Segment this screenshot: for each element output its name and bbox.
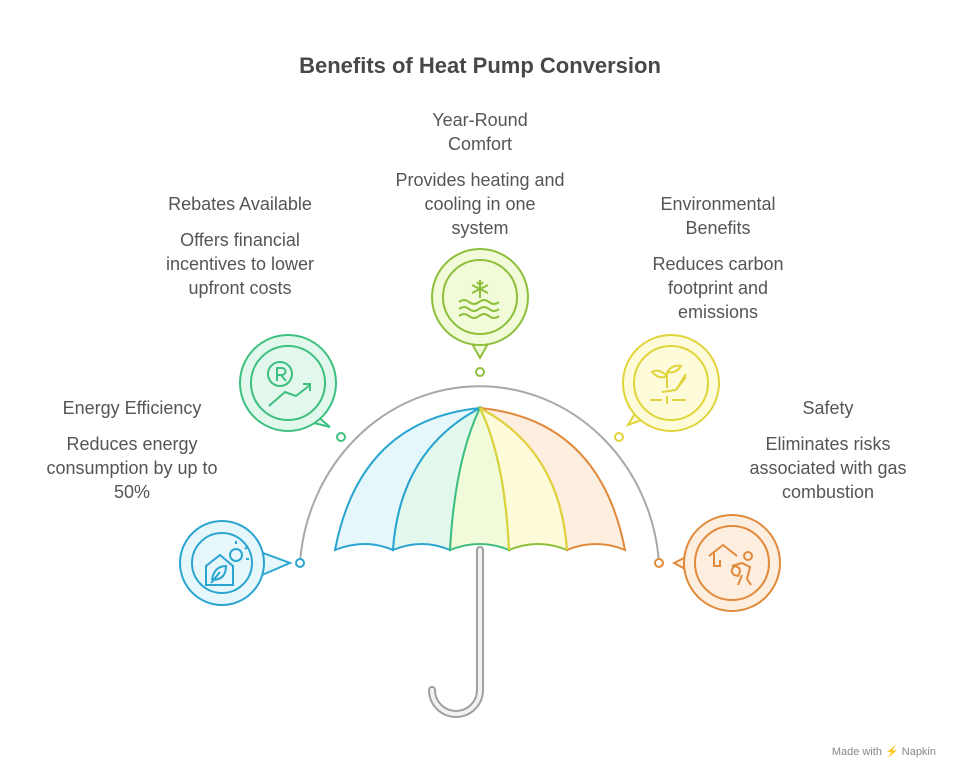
anchor-dot (295, 558, 305, 568)
item-heading: Environmental Benefits (660, 194, 776, 238)
item-heading: Rebates Available (168, 194, 312, 214)
item-description: Offers financial incentives to lower upf… (165, 230, 315, 298)
anchor-dot (336, 432, 346, 442)
item-description: Reduces carbon footprint and emissions (652, 254, 784, 322)
item-description: Reduces energy consumption by up to 50% (46, 434, 218, 502)
anchor-dot (614, 432, 624, 442)
item-heading: Energy Efficiency (62, 398, 202, 418)
house-sun-leaf-icon (179, 520, 293, 606)
item-description: Provides heating and cooling in one syst… (395, 170, 565, 238)
rebate-growth-icon (239, 334, 337, 432)
diagram-title: Benefits of Heat Pump Conversion (299, 53, 661, 78)
item-energy-efficiency: Energy Efficiency Reduces energy consump… (40, 396, 224, 504)
item-safety: Safety Eliminates risks associated with … (740, 396, 916, 504)
item-heading: Safety (802, 398, 854, 418)
hand-plant-icon (622, 334, 720, 432)
napkin-watermark: Made with ⚡ Napkin (831, 746, 936, 758)
anchor-dot (654, 558, 664, 568)
item-description: Eliminates risks associated with gas com… (749, 434, 907, 502)
snowflake-waves-icon (431, 248, 529, 361)
house-person-icon (671, 514, 781, 612)
item-environmental: Environmental Benefits Reduces carbon fo… (630, 192, 806, 324)
anchor-dot (475, 367, 485, 377)
item-heading: Year-Round Comfort (432, 110, 528, 154)
item-rebates: Rebates Available Offers financial incen… (150, 192, 330, 300)
item-year-round-comfort: Year-Round Comfort Provides heating and … (394, 108, 566, 240)
connector-arc (299, 385, 660, 564)
umbrella-handle (428, 546, 484, 718)
